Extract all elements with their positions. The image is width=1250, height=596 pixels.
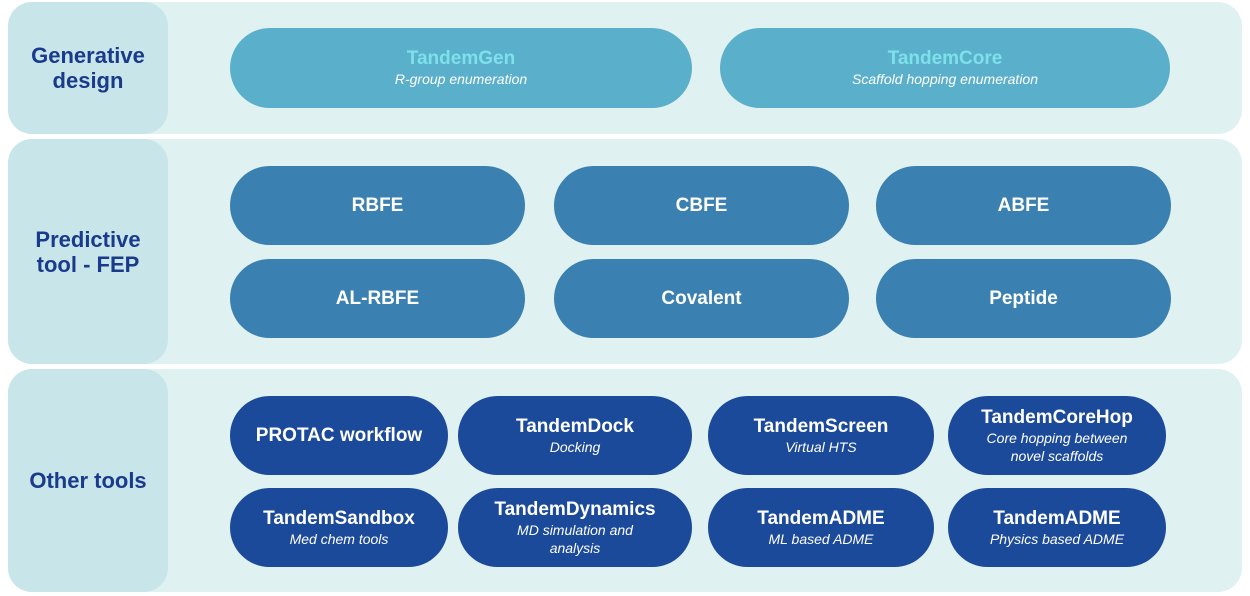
tool-title: Covalent	[661, 287, 742, 309]
tool-title: AL-RBFE	[335, 287, 420, 309]
tool-tandemadme-ml[interactable]: TandemADME ML based ADME	[708, 488, 934, 567]
tool-subtitle: ML based ADME	[768, 530, 874, 547]
tool-title: CBFE	[675, 194, 728, 216]
section-label-panel: Other tools	[8, 369, 168, 592]
tool-subtitle: Virtual HTS	[785, 438, 857, 455]
tool-rbfe[interactable]: RBFE	[230, 166, 525, 245]
section-label-panel: Predictive tool - FEP	[8, 139, 168, 364]
tool-title: TandemDock	[516, 415, 634, 437]
tool-abfe[interactable]: ABFE	[876, 166, 1171, 245]
tool-cbfe[interactable]: CBFE	[554, 166, 849, 245]
tool-title: TandemCoreHop	[981, 406, 1133, 428]
section-label-panel: Generative design	[8, 2, 168, 134]
section-generative-design: Generative design TandemGen R-group enum…	[8, 2, 1242, 134]
tool-subtitle: Scaffold hopping enumeration	[851, 71, 1039, 87]
tool-title: TandemGen	[406, 48, 516, 69]
tool-title: TandemSandbox	[263, 507, 415, 529]
section-predictive-fep: Predictive tool - FEP RBFE CBFE ABFE AL-…	[8, 139, 1242, 364]
tool-title: TandemADME	[993, 507, 1121, 529]
tool-tandemadme-physics[interactable]: TandemADME Physics based ADME	[948, 488, 1166, 567]
tool-tandemscreen[interactable]: TandemScreen Virtual HTS	[708, 396, 934, 475]
tool-peptide[interactable]: Peptide	[876, 259, 1171, 338]
tool-protac-workflow[interactable]: PROTAC workflow	[230, 396, 448, 475]
tool-title: Peptide	[989, 287, 1058, 309]
tool-tandemdock[interactable]: TandemDock Docking	[458, 396, 692, 475]
tool-tandemcorehop[interactable]: TandemCoreHop Core hopping between novel…	[948, 396, 1166, 475]
tool-title: PROTAC workflow	[255, 424, 423, 446]
tool-subtitle: R-group enumeration	[394, 71, 528, 87]
tool-subtitle: Physics based ADME	[989, 530, 1125, 547]
tool-title: ABFE	[997, 194, 1050, 216]
tool-subtitle: Med chem tools	[289, 530, 389, 547]
tool-subtitle: MD simulation and analysis	[517, 521, 633, 556]
tool-title: TandemCore	[887, 48, 1003, 69]
tool-tandemcore[interactable]: TandemCore Scaffold hopping enumeration	[720, 28, 1170, 108]
tool-subtitle: Docking	[549, 438, 601, 455]
tool-title: TandemADME	[757, 507, 885, 529]
section-other-tools: Other tools PROTAC workflow TandemDock D…	[8, 369, 1242, 592]
tool-al-rbfe[interactable]: AL-RBFE	[230, 259, 525, 338]
tool-tandemsandbox[interactable]: TandemSandbox Med chem tools	[230, 488, 448, 567]
tool-title: TandemDynamics	[494, 498, 656, 520]
tool-title: TandemScreen	[753, 415, 889, 437]
tool-covalent[interactable]: Covalent	[554, 259, 849, 338]
tool-title: RBFE	[351, 194, 404, 216]
tool-tandemgen[interactable]: TandemGen R-group enumeration	[230, 28, 692, 108]
section-label: Other tools	[29, 468, 147, 493]
section-label: Generative design	[31, 43, 145, 93]
section-label: Predictive tool - FEP	[35, 226, 141, 277]
tool-tandemdynamics[interactable]: TandemDynamics MD simulation and analysi…	[458, 488, 692, 567]
tool-subtitle: Core hopping between novel scaffolds	[986, 429, 1128, 464]
